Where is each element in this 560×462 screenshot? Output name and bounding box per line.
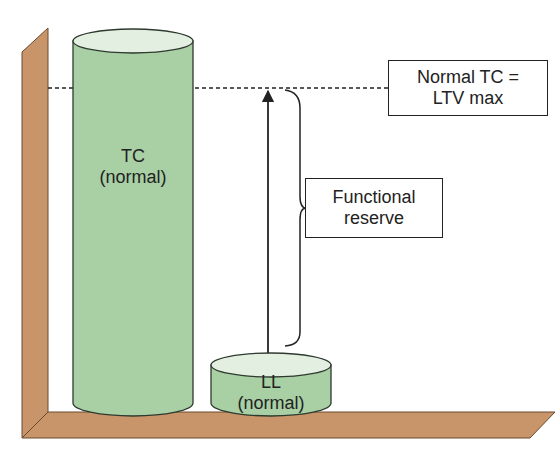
node-label: Functional reserve [318, 187, 430, 229]
wall [22, 28, 48, 438]
node-label: Normal TC = LTV max [407, 67, 529, 109]
cylinder-outline [72, 28, 194, 416]
double-arrow [267, 91, 269, 372]
callout-box: Functional reserve [305, 178, 443, 238]
tall-cylinder: TC (normal) [72, 28, 194, 416]
bracket [285, 90, 306, 346]
node-label: TC (normal) [93, 146, 173, 188]
short-cylinder: LL (normal) [210, 352, 332, 416]
node-label: LL (normal) [231, 372, 311, 414]
callout-box: Normal TC = LTV max [388, 60, 548, 116]
cylinder-body [73, 41, 193, 416]
cylinder-top [73, 29, 193, 53]
